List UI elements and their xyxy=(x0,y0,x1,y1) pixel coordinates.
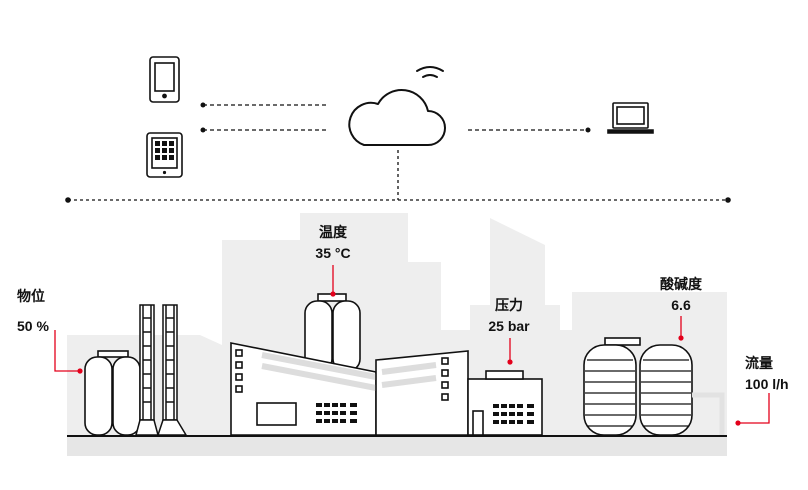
main-factory xyxy=(230,342,377,436)
ph-value: 6.6 xyxy=(671,297,691,313)
second-factory xyxy=(375,350,543,436)
temperature-label: 温度 xyxy=(319,224,347,240)
laptop-icon xyxy=(607,102,654,134)
cloud-icon xyxy=(348,88,446,146)
level-label: 物位 xyxy=(17,288,45,304)
wifi-icon xyxy=(416,66,444,78)
flow-pipe xyxy=(692,392,725,435)
pressure-value: 25 bar xyxy=(488,318,530,334)
tablet-icon xyxy=(146,132,183,178)
sensor-leaders xyxy=(54,265,770,424)
temperature-value: 35 °C xyxy=(315,245,351,261)
level-value: 50 % xyxy=(17,318,49,334)
network-lines xyxy=(68,104,728,201)
flow-value: 100 l/h xyxy=(745,376,789,392)
sensor-dots xyxy=(77,291,741,426)
smartphone-icon xyxy=(149,56,180,103)
ph-label: 酸碱度 xyxy=(660,276,702,292)
ph-tanks xyxy=(583,337,693,436)
temperature-tanks xyxy=(304,293,361,372)
flow-label: 流量 xyxy=(745,355,773,371)
ground-strip xyxy=(67,436,727,456)
network-dots xyxy=(65,102,731,203)
pressure-label: 压力 xyxy=(495,297,523,313)
tower-structures xyxy=(135,304,188,436)
